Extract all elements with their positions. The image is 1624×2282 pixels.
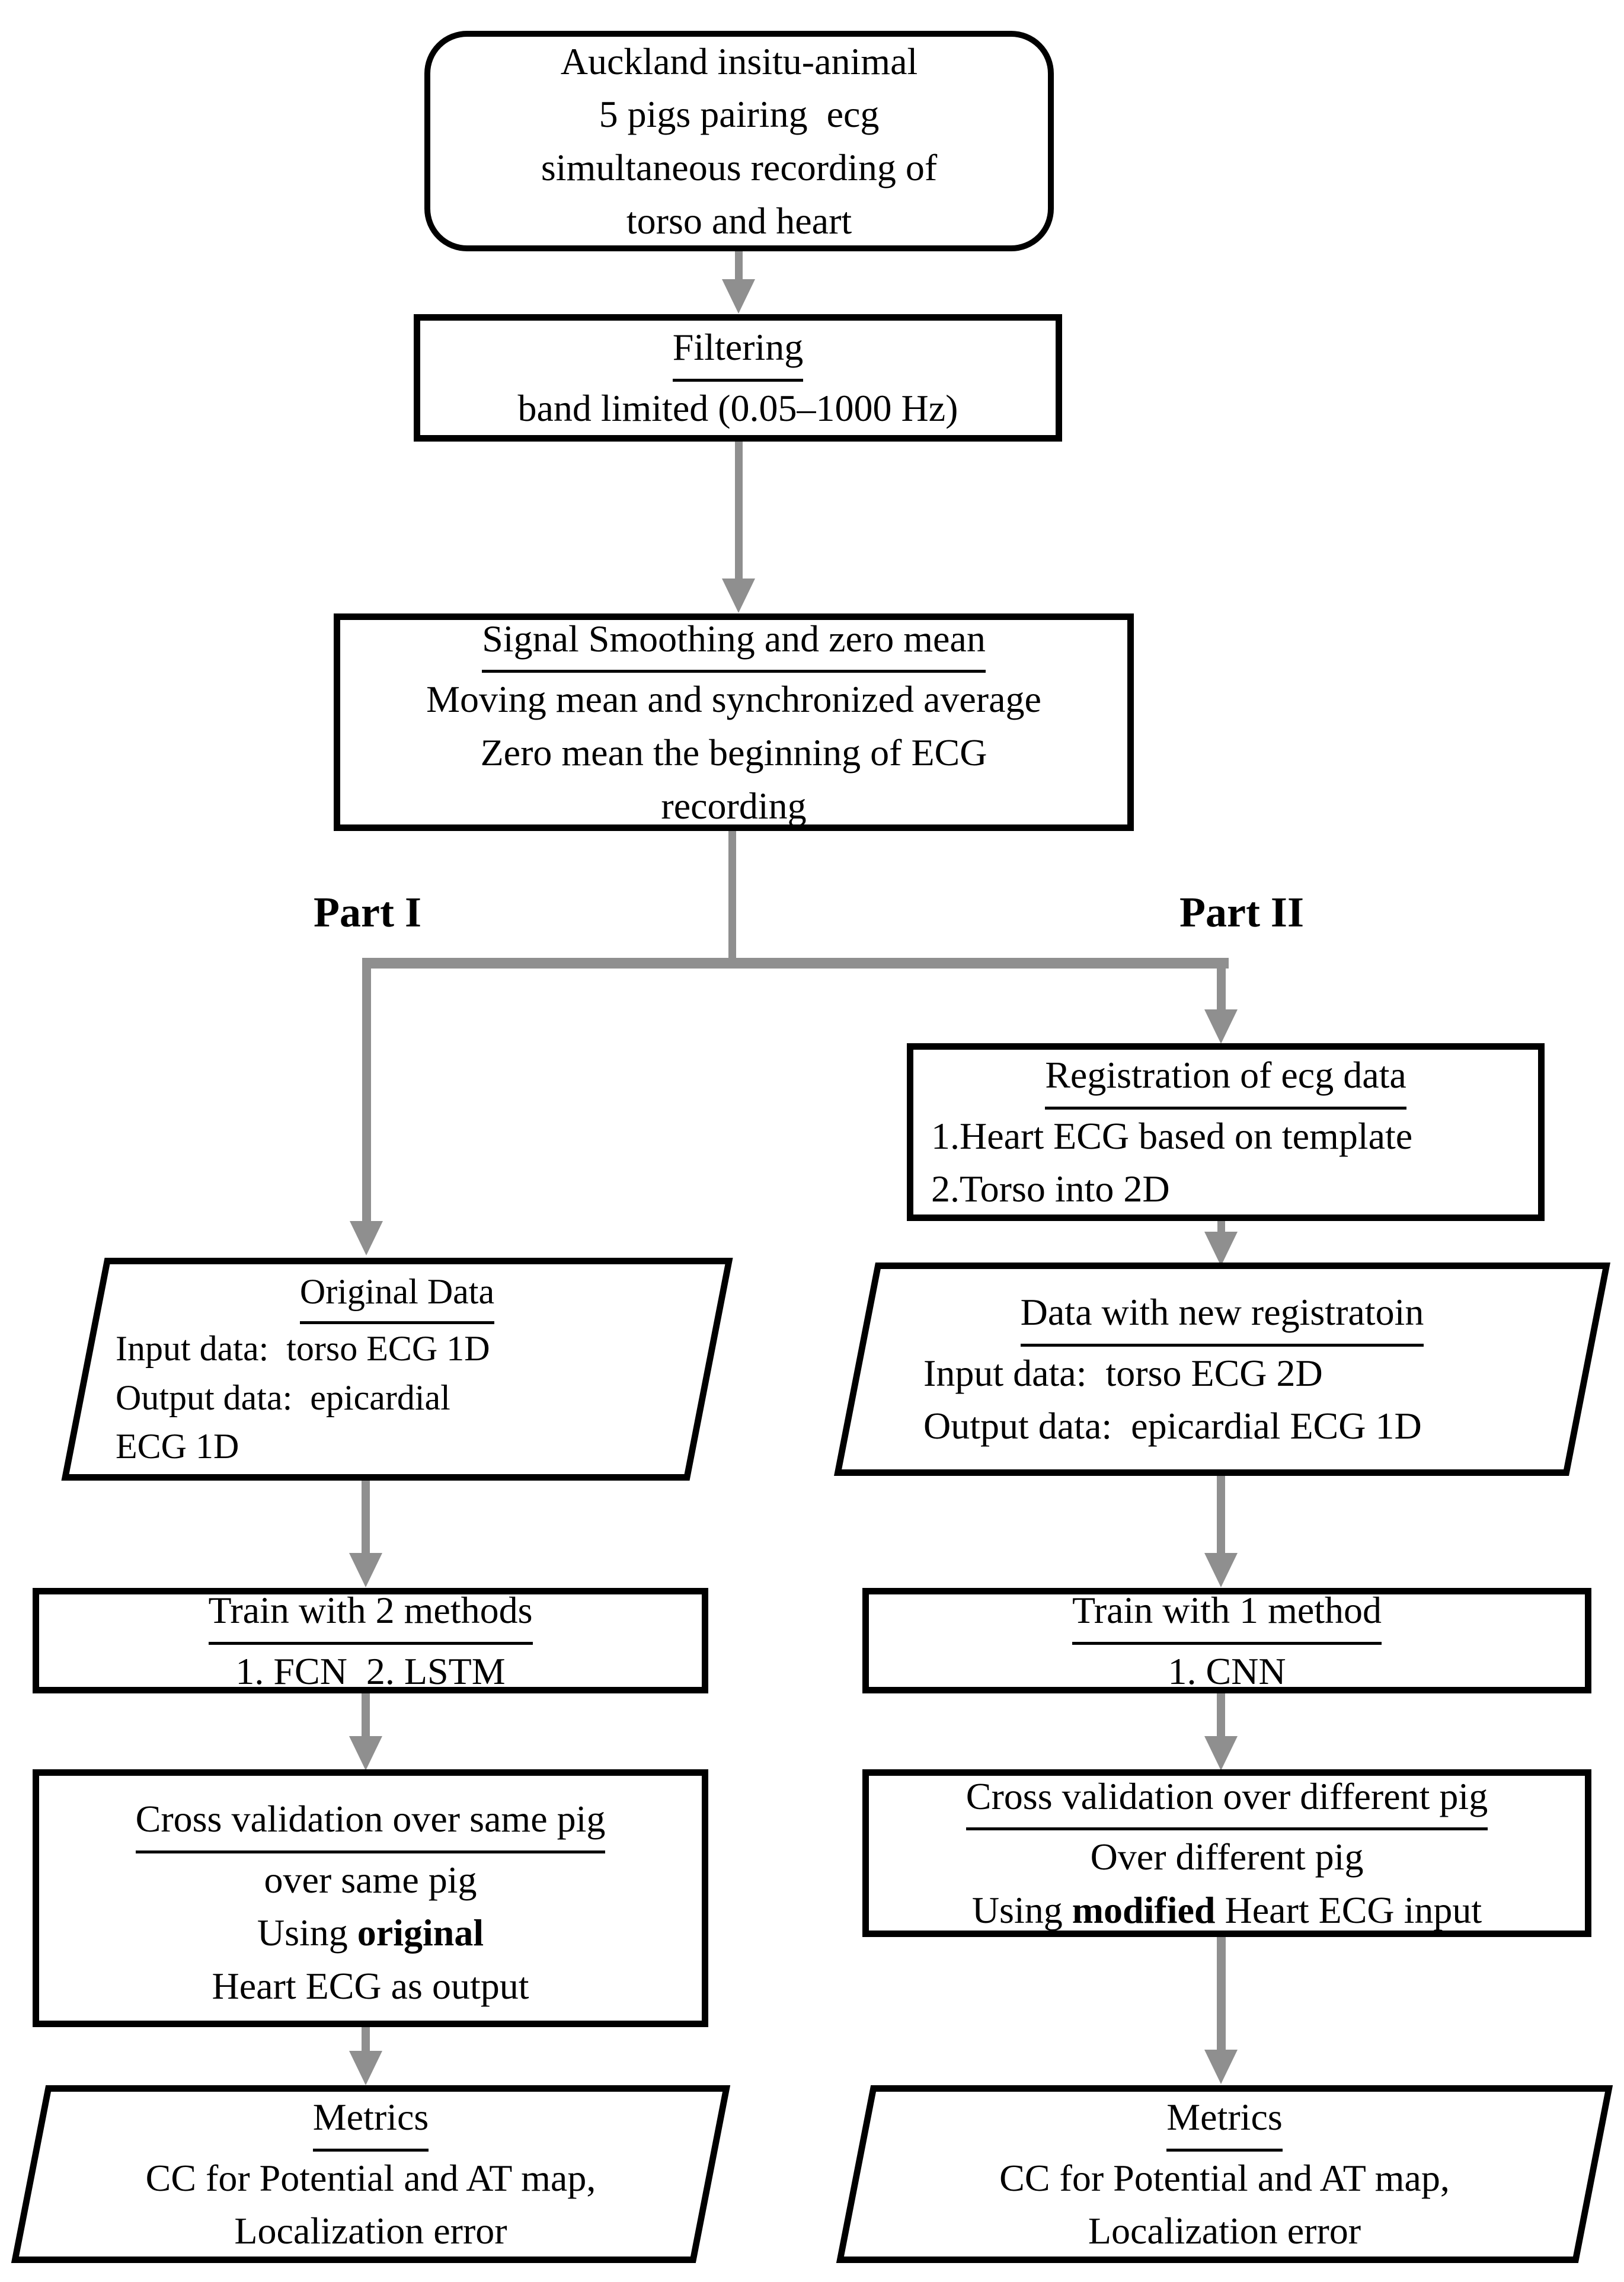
arrow-filtering-to-smoothing-head [722, 579, 755, 613]
metrics-part2-title: Metrics [860, 2091, 1589, 2152]
branch-right-vertical [1217, 966, 1226, 1011]
arrow-left-train-to-cross-head [349, 1736, 382, 1770]
branch-split-horizontal-bar [362, 958, 1229, 969]
train-part2-title-text: Train with 1 method [1072, 1584, 1382, 1645]
metrics-part1-line-2: Localization error [234, 2210, 507, 2252]
branch-split-vertical [728, 831, 736, 960]
node-registration: Registration of ecg data 1.Heart ECG bas… [907, 1043, 1545, 1221]
cross-part1-line-3-prefix: Using [257, 1912, 357, 1954]
node-auckland-dataset: Auckland insitu-animal 5 pigs pairing ec… [424, 31, 1054, 251]
cross-part2-line-2: Over different pig [1090, 1836, 1364, 1878]
arrow-registration-to-data-head [1204, 1232, 1238, 1266]
registration-item-2: 2.Torso into 2D [931, 1168, 1170, 1210]
cross-part2-line-3-prefix: Using [971, 1888, 1072, 1931]
original-data-line-1: Input data: torso ECG 1D [116, 1328, 490, 1368]
auckland-line-2: 5 pigs pairing ecg [599, 93, 880, 136]
cross-part2-line-3-suffix: Heart ECG input [1215, 1888, 1482, 1931]
arrow-top-to-filtering-head [722, 279, 755, 314]
original-data-line-3: ECG 1D [116, 1427, 239, 1466]
node-original-data: Original Data Input data: torso ECG 1D O… [61, 1258, 733, 1481]
branch-left-vertical [362, 966, 371, 1222]
auckland-line-4: torso and heart [626, 199, 852, 242]
train-part2-title: Train with 1 method [869, 1584, 1585, 1645]
arrow-top-to-filtering-stem [735, 251, 743, 280]
metrics-part1-title-text: Metrics [312, 2091, 429, 2152]
metrics-part2-title-text: Metrics [1166, 2091, 1283, 2152]
cross-part2-title: Cross validation over different pig [869, 1770, 1585, 1831]
cross-part1-title: Cross validation over same pig [39, 1792, 702, 1853]
arrow-left-train-to-cross-stem [362, 1693, 370, 1737]
filtering-title: Filtering [420, 321, 1056, 382]
smoothing-line-1: Moving mean and synchronized average [426, 678, 1041, 721]
arrow-right-cross-to-metrics-stem [1217, 1937, 1226, 2051]
new-data-title-text: Data with new registratoin [1020, 1286, 1424, 1347]
cross-part1-line-4: Heart ECG as output [212, 1964, 529, 2007]
auckland-line-3: simultaneous recording of [541, 146, 938, 188]
node-signal-smoothing: Signal Smoothing and zero mean Moving me… [334, 613, 1134, 831]
metrics-part2-line-1: CC for Potential and AT map, [999, 2156, 1450, 2199]
filtering-title-text: Filtering [672, 321, 804, 382]
cross-part1-line-3-bold: original [357, 1912, 484, 1954]
auckland-line-1: Auckland insitu-animal [560, 40, 918, 82]
arrow-right-cross-to-metrics-head [1204, 2050, 1238, 2084]
node-cross-validation-part2: Cross validation over different pig Over… [862, 1769, 1591, 1937]
branch-right-arrowhead [1204, 1009, 1238, 1044]
arrow-left-data-to-train-head [349, 1553, 382, 1587]
metrics-part2-line-2: Localization error [1088, 2210, 1361, 2252]
train-part2-methods: 1. CNN [1168, 1650, 1286, 1692]
arrow-registration-to-data-stem [1217, 1221, 1225, 1234]
arrow-right-data-to-train-stem [1217, 1476, 1225, 1554]
metrics-part1-line-1: CC for Potential and AT map, [145, 2156, 596, 2199]
node-metrics-part1: Metrics CC for Potential and AT map, Loc… [11, 2085, 731, 2263]
smoothing-line-2: Zero mean the beginning of ECG [480, 731, 987, 774]
smoothing-title-text: Signal Smoothing and zero mean [482, 612, 986, 673]
node-cross-validation-part1: Cross validation over same pig over same… [33, 1769, 708, 2027]
node-new-registration-data: Data with new registratoin Input data: t… [834, 1263, 1610, 1476]
train-part1-methods: 1. FCN 2. LSTM [235, 1650, 506, 1692]
node-filtering: Filtering band limited (0.05–1000 Hz) [414, 314, 1062, 442]
arrow-right-train-to-cross-stem [1217, 1693, 1225, 1737]
new-data-line-2: Output data: epicardial ECG 1D [923, 1405, 1422, 1447]
original-data-title-text: Original Data [299, 1267, 495, 1324]
arrow-left-cross-to-metrics-head [349, 2051, 382, 2085]
cross-part1-line-3: Using original [39, 1906, 702, 1960]
arrow-right-train-to-cross-head [1204, 1736, 1238, 1770]
filtering-subtitle: band limited (0.05–1000 Hz) [517, 387, 958, 429]
arrow-left-cross-to-metrics-stem [362, 2027, 370, 2052]
registration-item-1: 1.Heart ECG based on template [931, 1114, 1413, 1157]
node-train-part2: Train with 1 method 1. CNN [862, 1588, 1591, 1693]
arrow-filtering-to-smoothing-stem [735, 442, 743, 579]
smoothing-line-3: recording [661, 784, 807, 827]
part-2-label: Part II [1179, 888, 1304, 936]
node-train-part1: Train with 2 methods 1. FCN 2. LSTM [33, 1588, 708, 1693]
smoothing-title: Signal Smoothing and zero mean [340, 612, 1127, 673]
registration-title-text: Registration of ecg data [1045, 1049, 1406, 1110]
new-data-title: Data with new registratoin [861, 1286, 1583, 1347]
part-1-label: Part I [314, 888, 421, 936]
original-data-line-2: Output data: epicardial [116, 1377, 450, 1417]
train-part1-title-text: Train with 2 methods [208, 1584, 533, 1645]
arrow-right-data-to-train-head [1204, 1553, 1238, 1587]
cross-part2-line-3: Using modified Heart ECG input [869, 1884, 1585, 1937]
cross-part1-line-2: over same pig [264, 1858, 477, 1901]
branch-left-arrowhead [350, 1221, 383, 1255]
registration-title: Registration of ecg data [913, 1049, 1538, 1110]
metrics-part1-title: Metrics [35, 2091, 706, 2152]
train-part1-title: Train with 2 methods [39, 1584, 702, 1645]
cross-part2-title-text: Cross validation over different pig [966, 1770, 1488, 1831]
cross-part1-title-text: Cross validation over same pig [135, 1792, 606, 1853]
original-data-title: Original Data [89, 1267, 705, 1324]
cross-part2-line-3-bold: modified [1072, 1888, 1216, 1931]
node-metrics-part2: Metrics CC for Potential and AT map, Loc… [836, 2085, 1613, 2263]
arrow-left-data-to-train-stem [362, 1481, 370, 1554]
new-data-line-1: Input data: torso ECG 2D [923, 1351, 1323, 1394]
